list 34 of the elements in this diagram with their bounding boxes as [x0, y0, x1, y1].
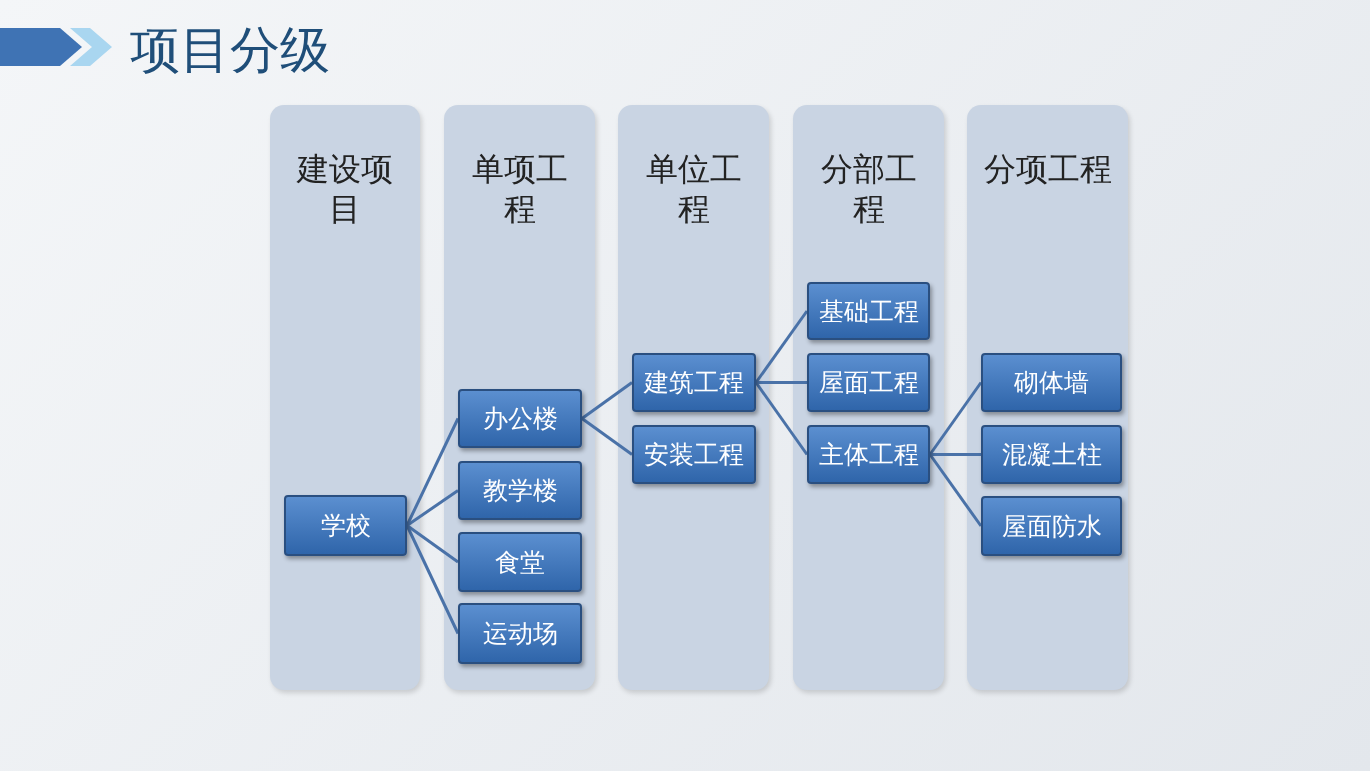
column-heading: 建设项目: [295, 149, 394, 229]
process-box: 教学楼: [458, 461, 582, 520]
connector-line: [928, 381, 983, 456]
process-box: 砌体墙: [981, 353, 1122, 412]
column-panel: [967, 105, 1128, 690]
connector-line: [581, 417, 633, 456]
connector-line: [756, 381, 807, 384]
connector-line: [930, 453, 981, 456]
column-panel: [444, 105, 595, 690]
process-box: 安装工程: [632, 425, 756, 484]
process-box: 基础工程: [807, 282, 930, 340]
process-box: 屋面工程: [807, 353, 930, 412]
process-box: 屋面防水: [981, 496, 1122, 556]
process-box: 建筑工程: [632, 353, 756, 412]
process-box: 混凝土柱: [981, 425, 1122, 484]
column-heading: 单项工程: [470, 149, 569, 229]
page-title: 项目分级: [130, 20, 330, 81]
connector-line: [581, 381, 633, 420]
process-box: 学校: [284, 495, 407, 556]
connector-line: [406, 524, 459, 564]
column-heading: 单位工程: [644, 149, 743, 229]
connector-line: [754, 310, 809, 384]
column-heading: 分部工程: [819, 149, 918, 229]
process-box: 办公楼: [458, 389, 582, 448]
process-box: 主体工程: [807, 425, 930, 484]
process-box: 食堂: [458, 532, 582, 592]
connector-line: [754, 381, 809, 456]
column-heading: 分项工程: [982, 149, 1113, 189]
connector-line: [406, 489, 459, 527]
connector-line: [928, 453, 983, 527]
column-panel: [793, 105, 944, 690]
column-panel: [270, 105, 420, 690]
column-panel: [618, 105, 769, 690]
process-box: 运动场: [458, 603, 582, 664]
